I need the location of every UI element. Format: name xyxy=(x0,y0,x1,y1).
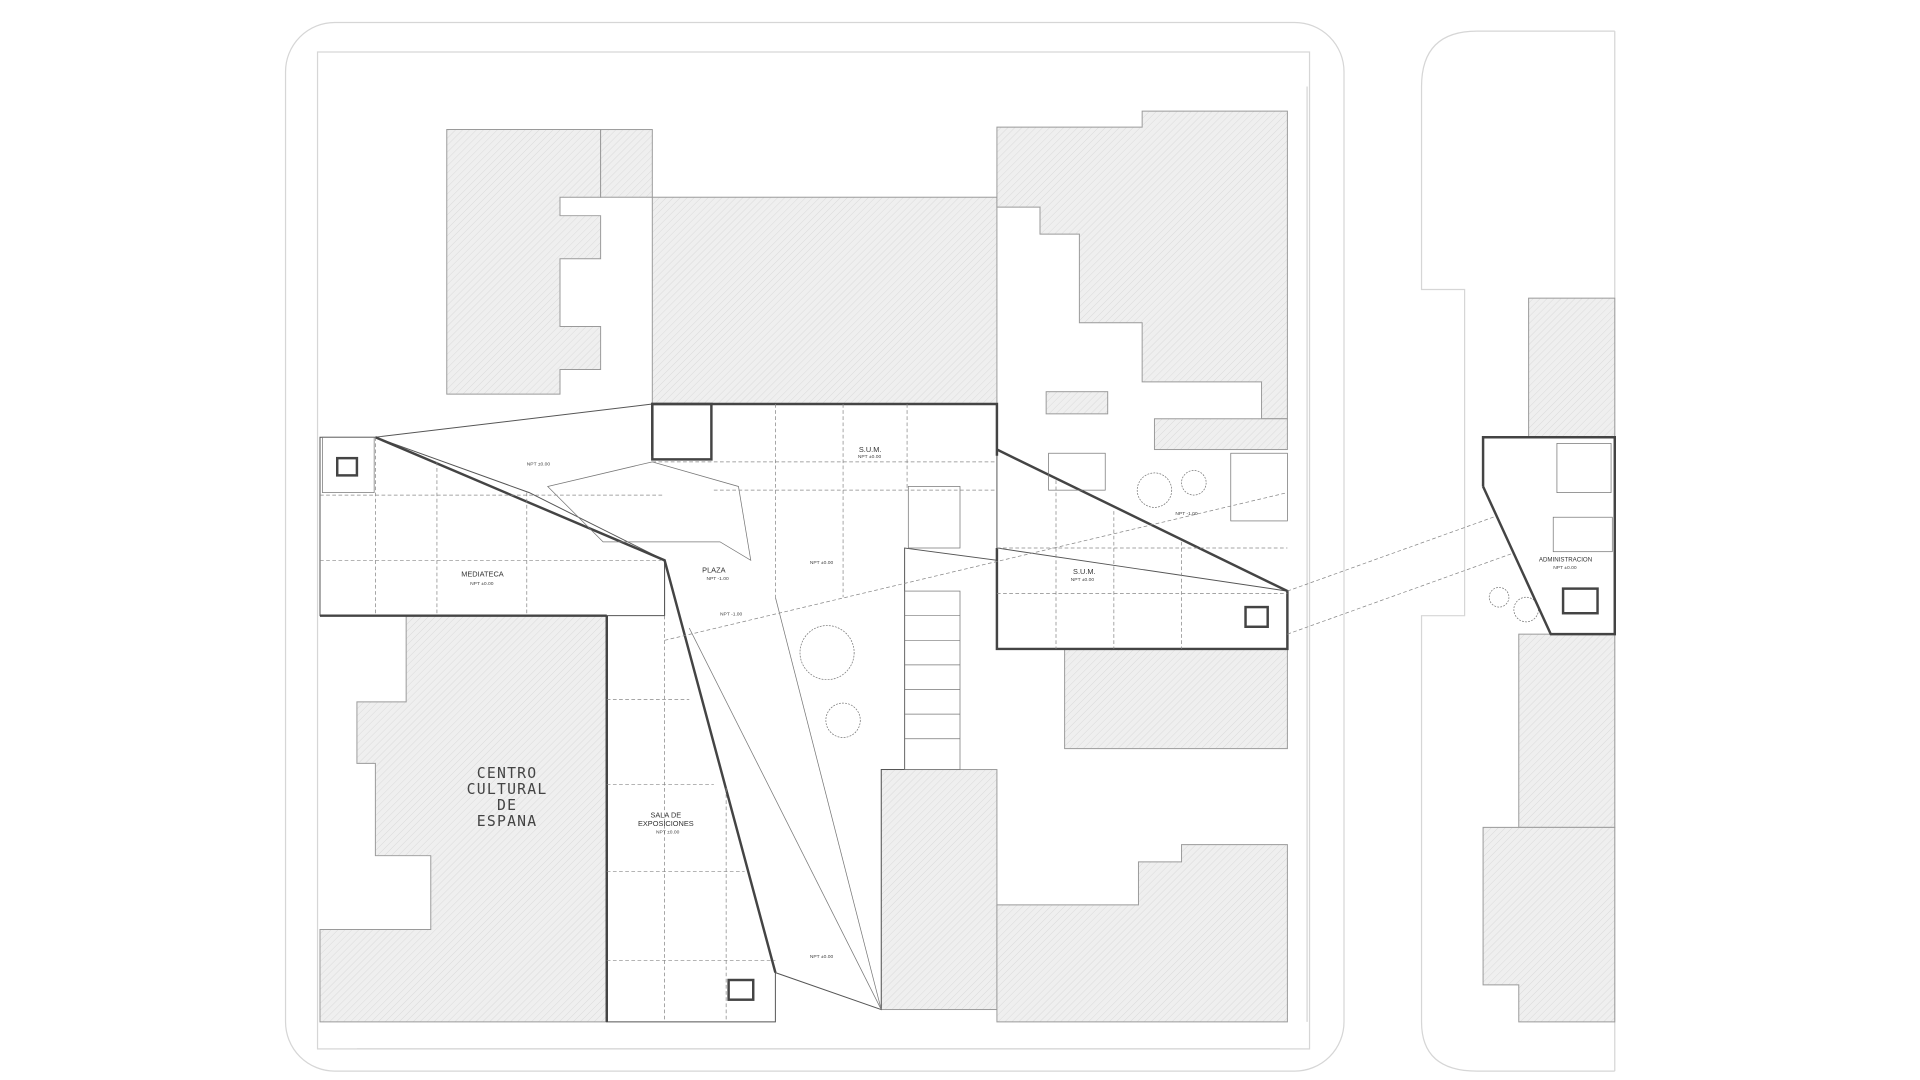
level-marker: NPT ±0.00 xyxy=(810,954,834,960)
level-marker: NPT -1.00 xyxy=(720,612,743,618)
level-sum-right: NPT ±0.00 xyxy=(1071,577,1095,583)
level-mediateca: NPT ±0.00 xyxy=(470,581,494,587)
neighbor-label-line: DE xyxy=(497,797,517,814)
level-sala: NPT ±0.00 xyxy=(656,830,680,836)
label-sala-1: SALA DE xyxy=(650,811,681,820)
level-marker: NPT -1.00 xyxy=(1175,511,1198,517)
neighbor-label-line: CENTRO xyxy=(477,765,538,782)
label-administracion: ADMINISTRACION xyxy=(1539,557,1592,564)
label-mediateca: MEDIATECA xyxy=(461,569,504,578)
neighbor-label-line: ESPANA xyxy=(477,813,538,830)
label-sala-2: EXPOSICIONES xyxy=(638,819,694,828)
neighbor-label-line: CULTURAL xyxy=(467,781,548,798)
room-labels: MEDIATECA NPT ±0.00 PLAZA NPT -1.00 S.U.… xyxy=(461,445,1592,960)
label-sum-top: S.U.M. xyxy=(859,445,882,454)
label-plaza: PLAZA xyxy=(702,566,725,575)
level-sum-top: NPT ±0.00 xyxy=(858,454,882,460)
structural-grid xyxy=(320,404,1545,1022)
level-administracion: NPT ±0.00 xyxy=(1553,565,1577,571)
neighbor-buildings xyxy=(319,110,1616,1023)
stairs xyxy=(904,452,1288,770)
neighbor-label: CENTRO CULTURAL DE ESPANA xyxy=(467,765,548,830)
label-sum-right: S.U.M. xyxy=(1073,567,1096,576)
building-plan xyxy=(319,402,1616,1023)
level-marker: NPT ±0.00 xyxy=(810,560,834,566)
level-plaza: NPT -1.00 xyxy=(706,576,729,582)
level-marker: NPT ±0.00 xyxy=(527,462,551,468)
